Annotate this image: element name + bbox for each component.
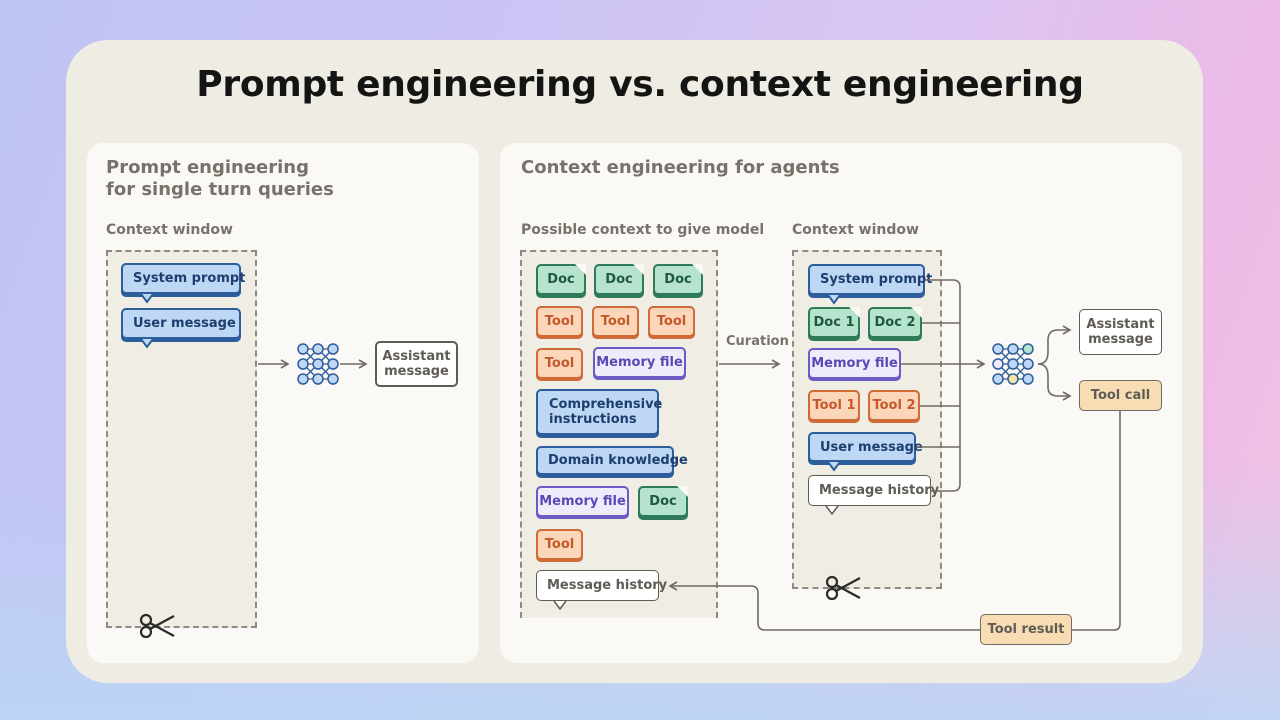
window-system-prompt: System prompt (808, 264, 932, 295)
comprehensive-line2: instructions (549, 412, 637, 427)
possible-doc-4-label: Doc (649, 494, 677, 509)
left-context-window-label: Context window (106, 222, 233, 238)
curation-label: Curation (726, 334, 789, 349)
left-heading: Prompt engineering for single turn queri… (106, 157, 334, 201)
possible-doc-3: Doc (653, 264, 703, 295)
window-user-message: User message (808, 432, 923, 462)
right-context-window-label: Context window (792, 222, 919, 238)
right-assistant-line1: Assistant (1086, 317, 1155, 332)
left-assistant-line1: Assistant (382, 349, 451, 364)
possible-doc-3-label: Doc (664, 272, 692, 287)
window-tool-1: Tool 1 (808, 390, 860, 421)
left-heading-line1: Prompt engineering (106, 157, 310, 178)
right-assistant-line2: message (1088, 332, 1153, 347)
comprehensive-line1: Comprehensive (549, 397, 663, 412)
possible-tool-2: Tool (592, 306, 639, 337)
window-message-history: Message history (808, 475, 939, 506)
tool-result-box: Tool result (980, 614, 1072, 645)
possible-doc-1-label: Doc (547, 272, 575, 287)
possible-message-history: Message history (536, 570, 667, 601)
possible-memory-file-1: Memory file (593, 347, 686, 378)
window-tool-2: Tool 2 (868, 390, 920, 421)
possible-doc-2: Doc (594, 264, 644, 295)
possible-tool-4: Tool (536, 348, 583, 379)
possible-memory-file-2: Memory file (536, 486, 629, 517)
left-system-prompt: System prompt (121, 263, 245, 294)
possible-domain-knowledge: Domain knowledge (536, 446, 688, 475)
window-doc-1-label: Doc 1 (813, 315, 855, 330)
possible-comprehensive-instructions: Comprehensive instructions (536, 389, 663, 435)
page-title: Prompt engineering vs. context engineeri… (196, 64, 1084, 105)
possible-tool-1: Tool (536, 306, 583, 337)
window-doc-2: Doc 2 (868, 307, 922, 338)
right-heading: Context engineering for agents (521, 157, 840, 178)
right-assistant-message: Assistant message (1079, 309, 1162, 355)
possible-doc-1: Doc (536, 264, 586, 295)
possible-context-label: Possible context to give model (521, 222, 765, 238)
possible-doc-2-label: Doc (605, 272, 633, 287)
window-memory-file: Memory file (808, 348, 901, 379)
possible-tool-3: Tool (648, 306, 695, 337)
left-heading-line2: for single turn queries (106, 179, 334, 200)
left-user-message: User message (121, 308, 241, 339)
window-doc-1: Doc 1 (808, 307, 860, 338)
possible-doc-4: Doc (638, 486, 688, 517)
tool-call-box: Tool call (1079, 380, 1162, 411)
left-context-window (106, 250, 257, 628)
possible-tool-5: Tool (536, 529, 583, 560)
window-doc-2-label: Doc 2 (874, 315, 916, 330)
left-assistant-message: Assistant message (375, 341, 458, 387)
left-assistant-line2: message (384, 364, 449, 379)
